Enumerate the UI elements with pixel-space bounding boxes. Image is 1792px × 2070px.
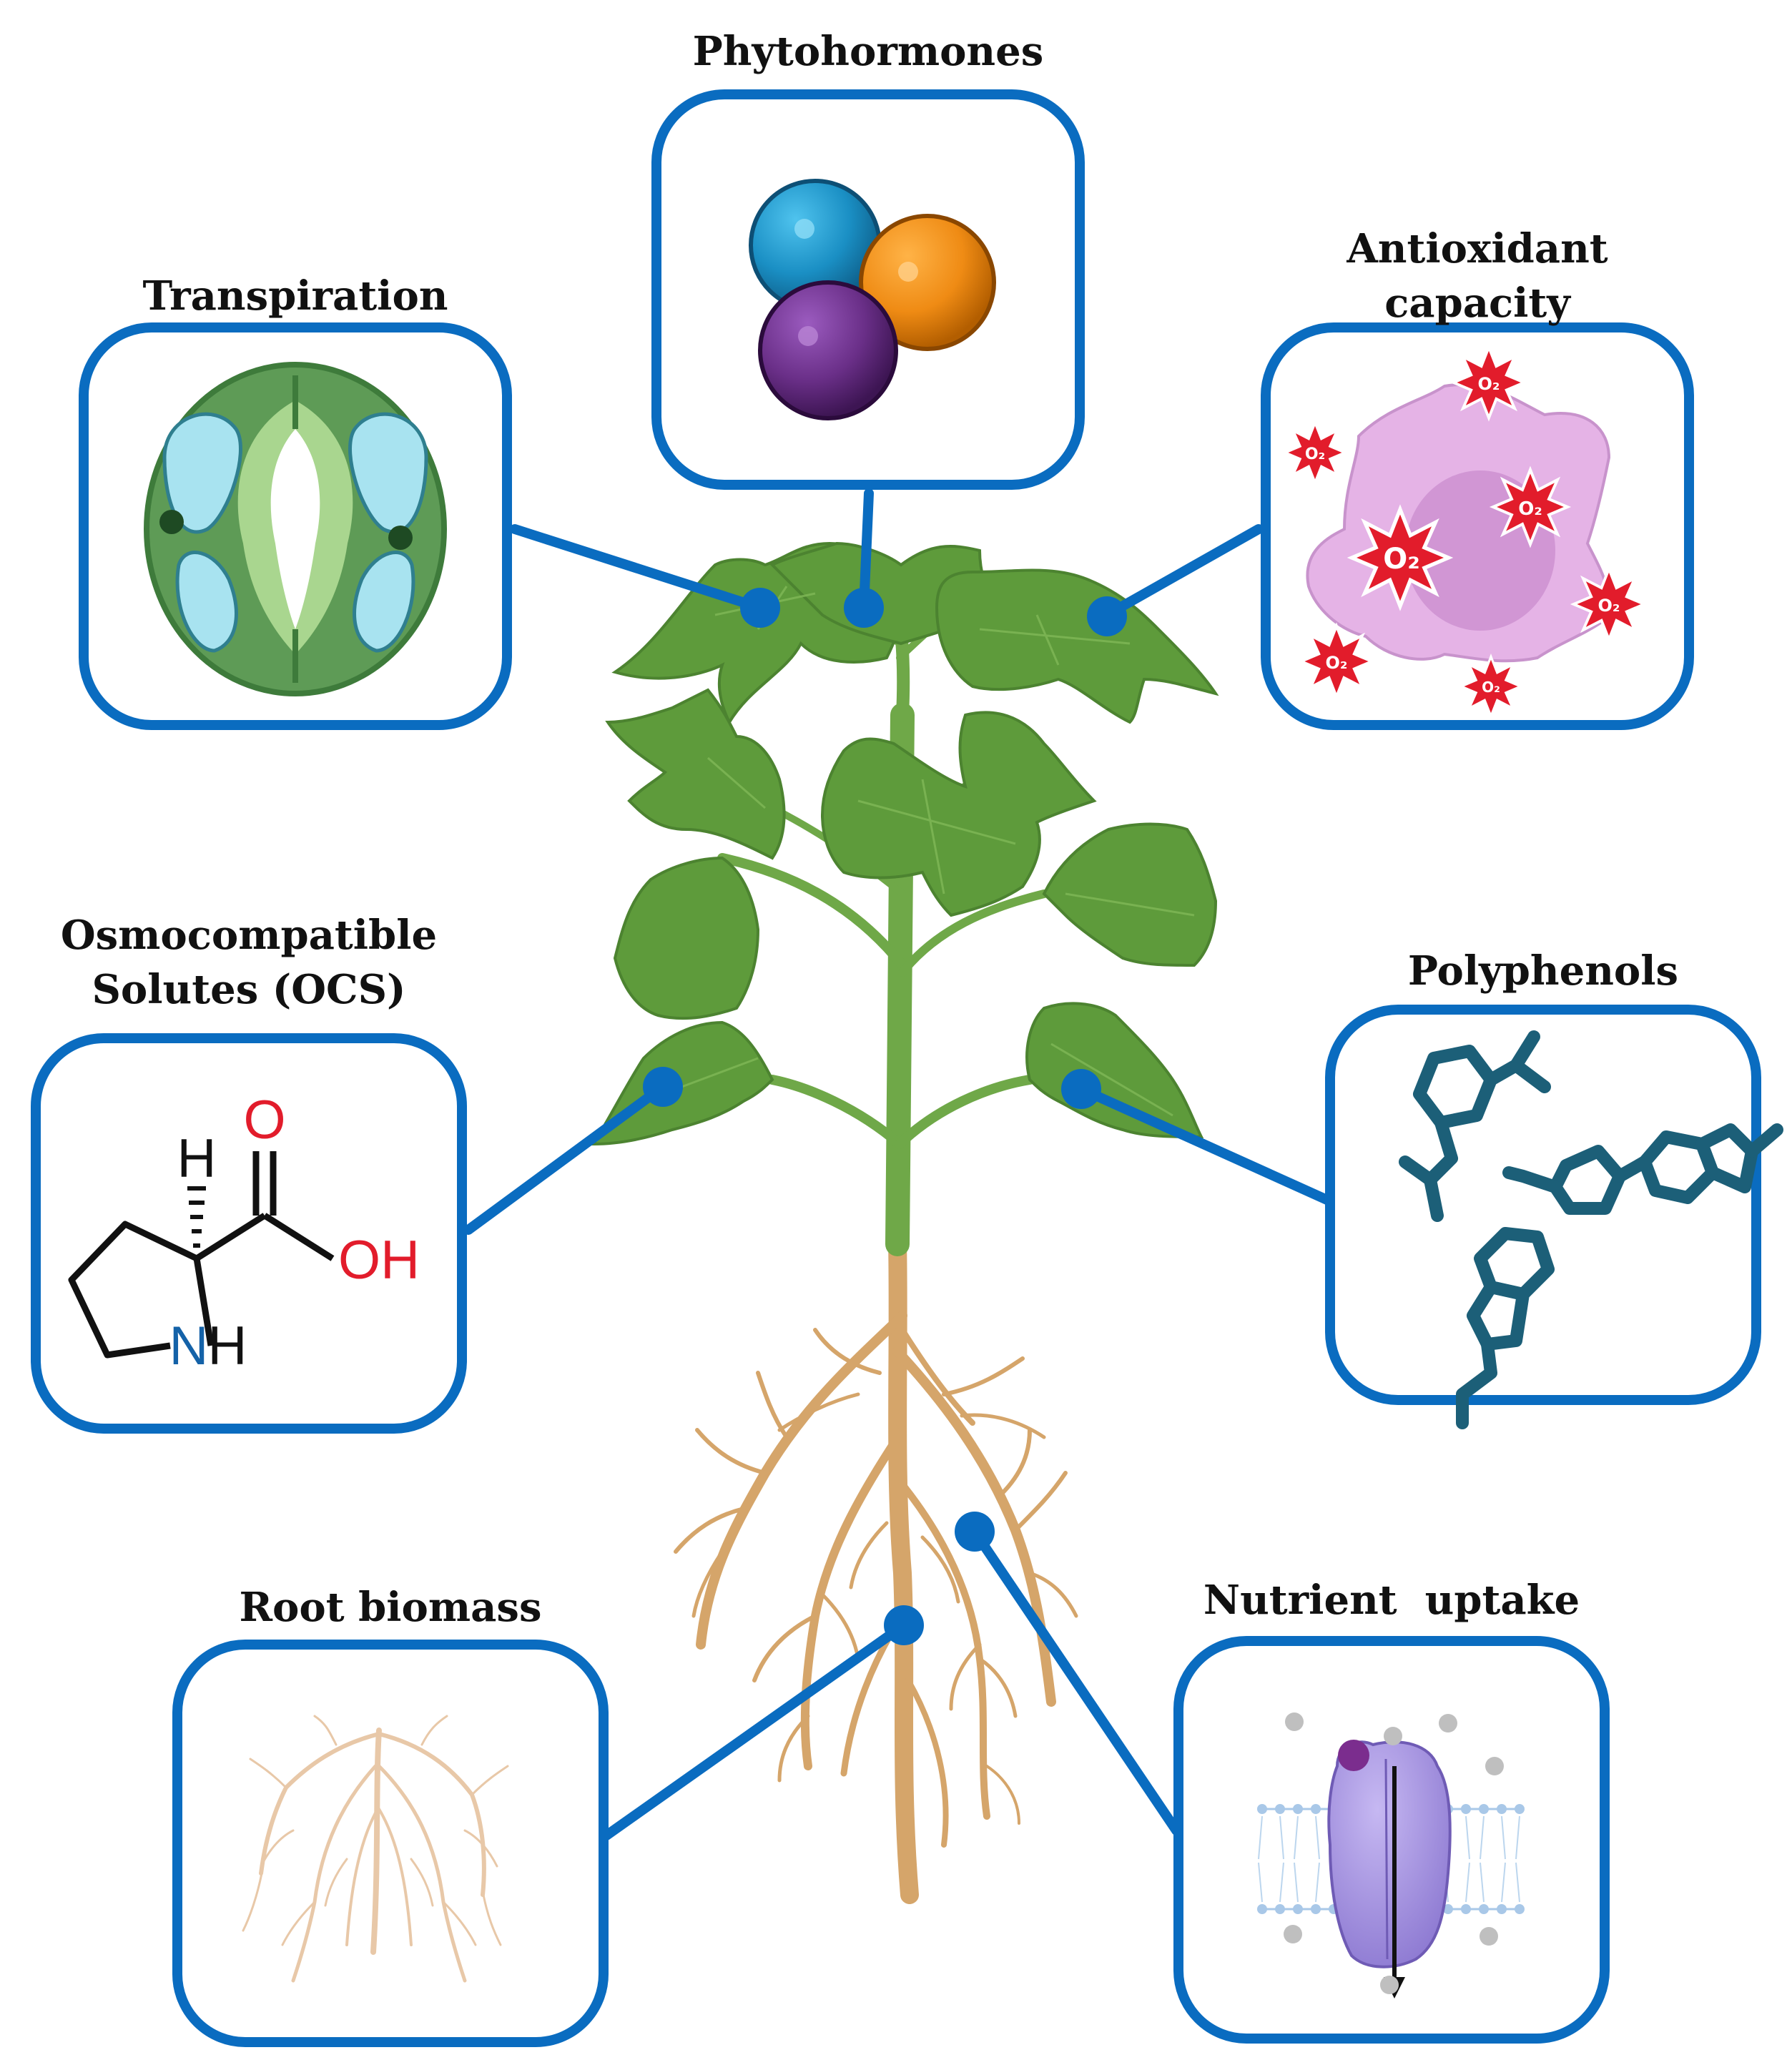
- ros-label: O₂: [1383, 543, 1420, 576]
- label-root-biomass: Root biomass: [239, 1584, 542, 1631]
- atom-oxygen: O: [243, 1090, 285, 1150]
- group-hydroxyl: OH: [338, 1230, 420, 1291]
- atom-nitrogen-hydrogen: H: [208, 1316, 247, 1376]
- leaf: [613, 856, 760, 1020]
- connector-dot: [884, 1605, 924, 1645]
- leaf: [591, 1020, 774, 1146]
- label-antioxidant-line2: capacity: [1384, 280, 1570, 327]
- ros-label: O₂: [1482, 679, 1500, 696]
- leaf: [605, 688, 786, 860]
- stomata-icon: [144, 362, 447, 696]
- label-antioxidant-line1: Antioxidant: [1347, 225, 1608, 272]
- atom-nitrogen: N: [169, 1316, 209, 1376]
- ros-label: O₂: [1478, 374, 1500, 394]
- atom-hydrogen: H: [177, 1128, 217, 1189]
- label-nutrient-uptake: Nutrient uptake: [1203, 1577, 1580, 1624]
- phytohormone-spheres: [749, 179, 996, 420]
- connector-dot: [1087, 596, 1127, 636]
- label-osmocompatible-solutes: Osmocompatible Solutes (OCS): [34, 908, 463, 1017]
- label-phytohormones: Phytohormones: [692, 28, 1044, 75]
- polyphenol-molecules: [1399, 1030, 1783, 1429]
- ros-label: O₂: [1518, 498, 1542, 520]
- plant-roots: [674, 1231, 1078, 1904]
- root-biomass-icon: [242, 1715, 509, 1983]
- ros-label: O₂: [1326, 653, 1348, 673]
- proline-structure: O H OH N H: [68, 1090, 420, 1376]
- label-polyphenols: Polyphenols: [1407, 947, 1679, 995]
- cell-ros-icon: O₂ O₂ O₂ O₂ O₂ O₂ O₂: [1284, 345, 1646, 718]
- leaf: [1025, 1002, 1204, 1139]
- connector-lines: [463, 488, 1335, 1840]
- polyphenols-box: [1325, 1005, 1761, 1405]
- connector-dot: [1061, 1069, 1101, 1109]
- plant-stem: [717, 597, 1048, 1256]
- ros-label: O₂: [1598, 596, 1620, 616]
- ros-label: O₂: [1305, 445, 1325, 463]
- membrane-transporter-icon: [1257, 1712, 1525, 1998]
- label-antioxidant-capacity: Antioxidant capacity: [1263, 222, 1692, 330]
- leaf: [935, 568, 1219, 724]
- label-osmocompatible-line1: Osmocompatible: [60, 912, 438, 959]
- label-osmocompatible-line2: Solutes (OCS): [92, 966, 406, 1013]
- connector-dot: [844, 588, 884, 628]
- connector-dot: [955, 1512, 995, 1552]
- root-biomass-box: [172, 1640, 609, 2047]
- leaf: [820, 711, 1097, 917]
- connector-dot: [740, 588, 780, 628]
- label-transpiration: Transpiration: [142, 272, 448, 320]
- leaf: [1042, 822, 1218, 967]
- connector-dot: [643, 1067, 683, 1107]
- osmocompatible-box: [31, 1033, 467, 1434]
